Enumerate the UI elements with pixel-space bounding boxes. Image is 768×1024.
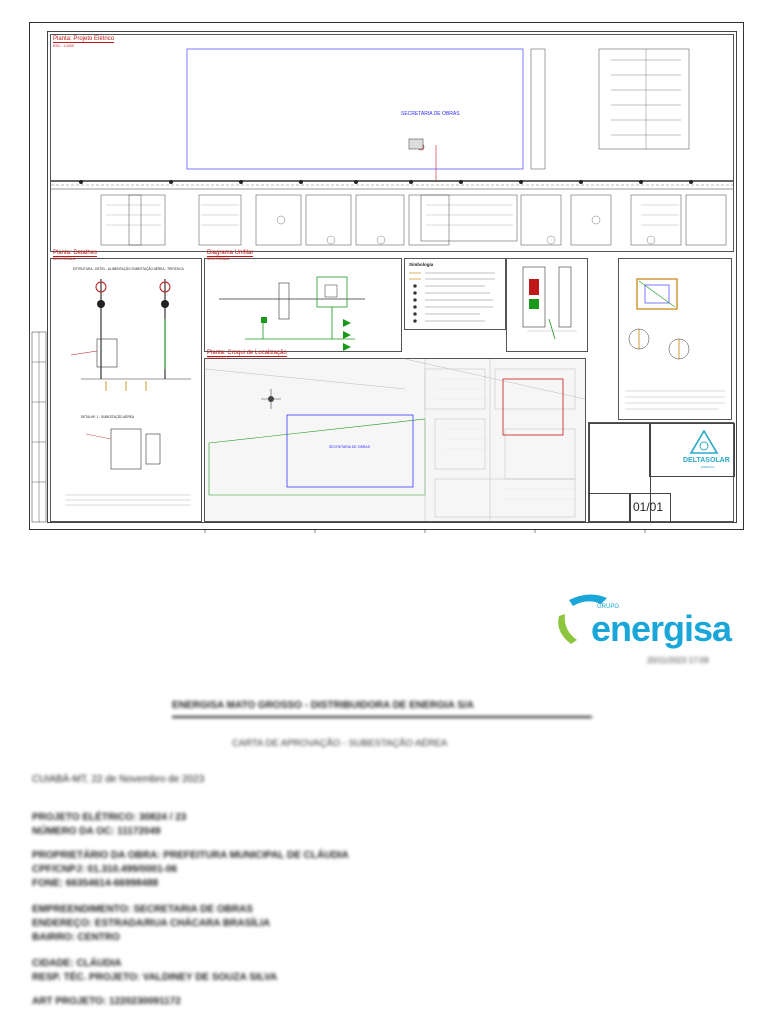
details-scale: SEM ESCALA xyxy=(53,257,76,261)
letter-line-art: ART PROJETO: 1220230091172 xyxy=(32,996,181,1007)
title-block: DELTASOLAR ENERGIA 01/01 xyxy=(588,422,735,523)
legend-panel: Simbologia xyxy=(404,258,506,330)
energisa-group: GRUPO xyxy=(597,604,620,610)
letter-subject: CARTA DE APROVAÇÃO - SUBESTAÇÃO AÉREA xyxy=(232,738,448,749)
letter-line-city: CIDADE: CLÁUDIA xyxy=(32,958,122,969)
energisa-mark-icon xyxy=(558,594,607,644)
letter-company: ENERGISA MATO GROSSO - DISTRIBUIDORA DE … xyxy=(172,700,474,711)
croqui-title: Planta: Croqui de Localização xyxy=(207,350,287,357)
sheet-number: 01/01 xyxy=(633,500,664,514)
delta-logo-icon xyxy=(689,429,719,454)
drawing-frame: Planta: Projeto Elétrico ESC.: 1:1000 xyxy=(31,31,737,523)
letter-line-address: ENDEREÇO: ESTRADA/RUA CHÁCARA BRASÍLIA xyxy=(32,918,271,929)
details-heading: ESTRUTURA - DETEL - ALIMENTAÇÃO SUBESTAÇ… xyxy=(73,267,184,271)
legend-title: Simbologia xyxy=(409,262,434,267)
details-panel: Planta: Detalhes SEM ESCALA ESTRUTURA - … xyxy=(50,250,202,522)
grounding-panel xyxy=(618,258,732,420)
letter-line-cpf: CPF/CNPJ: 01.310.499/0001-06 xyxy=(32,864,178,875)
details-title: Planta: Detalhes xyxy=(53,250,98,257)
energisa-logo: GRUPO energisa 20/11/2023 17:09 xyxy=(555,590,755,680)
plan-scale: ESC.: 1:1000 xyxy=(53,44,74,48)
croqui-label: SECRETARIA DE OBRAS xyxy=(329,445,370,449)
croqui-map xyxy=(204,358,586,521)
unifilar-scale: SEM ESCALA xyxy=(207,257,230,261)
letter-line-oc: NÚMERO DA OC: 11172049 xyxy=(32,826,161,837)
building-label: SECRETARIA DE OBRAS xyxy=(401,111,460,117)
sheet-ticks xyxy=(204,529,646,533)
plan-drawing xyxy=(51,48,733,246)
substation-panel xyxy=(506,258,588,352)
brand-sub: ENERGIA xyxy=(701,465,715,469)
energisa-name: energisa xyxy=(591,608,732,649)
letter-line-resp: RESP. TÉC. PROJETO: VALDINEY DE SOUZA SI… xyxy=(32,972,278,983)
details-drawing xyxy=(65,279,191,506)
letter-rule xyxy=(172,716,592,718)
energisa-date: 20/11/2023 17:09 xyxy=(647,656,709,665)
croqui-panel: Planta: Croqui de Localização SEM ESCALA xyxy=(204,350,586,522)
letter-line-project: PROJETO ELÉTRICO: 30824 / 23 xyxy=(32,812,187,823)
drawing-sheet: Planta: Projeto Elétrico ESC.: 1:1000 xyxy=(29,22,744,533)
letter-line-owner: PROPRIETÁRIO DA OBRA: PREFEITURA MUNICIP… xyxy=(32,850,349,861)
substation-drawing xyxy=(522,266,577,340)
letter-line-phone: FONE: 66354614-66998488 xyxy=(32,878,159,889)
margin-stamp xyxy=(31,331,47,523)
grounding-drawing xyxy=(625,278,725,410)
letter-place-date: CUIABÁ-MT, 22 de Novembro de 2023 xyxy=(32,774,205,785)
letter-line-enterprise: EMPREENDIMENTO: SECRETARIA DE OBRAS xyxy=(32,904,253,915)
details-note: DETALHE 1 - SUBESTAÇÃO AÉREA xyxy=(81,415,135,419)
unifilar-drawing xyxy=(219,276,365,351)
plan-panel: Planta: Projeto Elétrico ESC.: 1:1000 xyxy=(50,34,734,252)
brand-name: DELTASOLAR xyxy=(683,457,730,464)
legend-list xyxy=(409,272,495,323)
letter-line-district: BAIRRO: CENTRO xyxy=(32,932,120,943)
unifilar-title: Diagrama Unifilar xyxy=(207,250,254,257)
plan-title: Planta: Projeto Elétrico xyxy=(53,36,115,43)
unifilar-panel: Diagrama Unifilar SEM ESCALA xyxy=(204,250,402,352)
